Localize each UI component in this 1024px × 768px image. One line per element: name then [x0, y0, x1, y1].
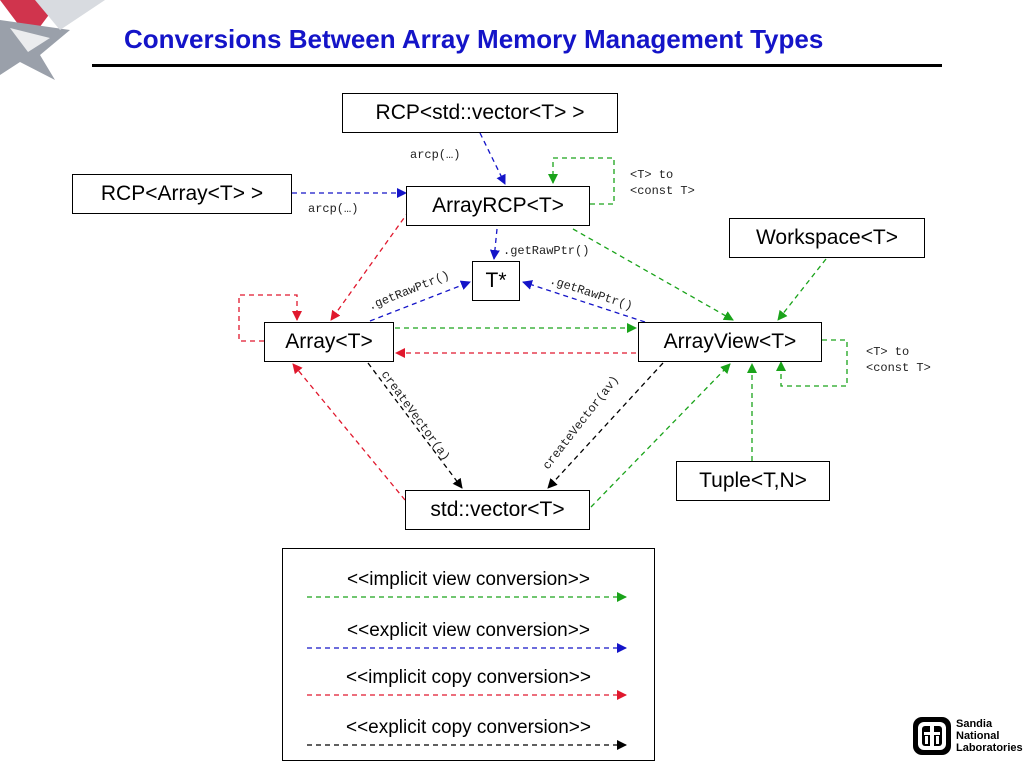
arrow-arrayview-to-tptr [522, 280, 646, 323]
node-array-rcp: ArrayRCP<T> [406, 186, 590, 226]
arrow-workspace-to-arrayview [777, 258, 827, 321]
slide-title: Conversions Between Array Memory Managem… [124, 24, 824, 54]
label-get-raw-ptr-left: .getRawPtr() [366, 268, 451, 313]
legend-explicit-view-label: <<explicit view conversion>> [347, 620, 590, 641]
arrow-arrayrcp-to-array [330, 210, 410, 321]
legend-lines [307, 592, 627, 750]
logo-line-2: National [956, 730, 1000, 742]
node-rcp-array: RCP<Array<T> > [72, 174, 292, 214]
label-create-vector-av: createVector(av) [540, 373, 622, 472]
label-arcp-top: arcp(…) [410, 148, 460, 162]
arrow-array-copy-loop [238, 294, 302, 342]
sandia-thunderbird-icon [913, 717, 951, 755]
arrow-arrayrcp-to-tptr [489, 228, 500, 260]
corner-decoration [0, 0, 105, 80]
label-const-right-2: <const T> [866, 361, 931, 375]
logo-line-3: Laboratories [956, 742, 1023, 754]
title-underline [92, 64, 942, 67]
label-arcp-left: arcp(…) [308, 202, 358, 216]
label-const-top-1: <T> to [630, 168, 673, 182]
arrow-arrayview-const-loop [776, 339, 848, 387]
node-array-view: ArrayView<T> [638, 322, 822, 362]
arrow-rcp-vector-to-arrayrcp [479, 132, 506, 185]
legend-implicit-copy-label: <<implicit copy conversion>> [345, 667, 591, 688]
arrow-stdvector-to-array [292, 363, 406, 501]
legend-explicit-copy-label: <<explicit copy conversion>> [345, 717, 592, 738]
label-get-raw-ptr-right: .getRawPtr() [548, 273, 635, 313]
logo-line-1: Sandia [956, 718, 993, 730]
arrow-arrayview-to-stdvector [547, 362, 664, 489]
arrow-arrayrcp-const-loop [548, 157, 615, 205]
node-array: Array<T> [264, 322, 394, 362]
arrow-stdvector-to-arrayview [590, 363, 731, 508]
arrow-array-to-stdvector [367, 362, 463, 489]
node-rcp-std-vector: RCP<std::vector<T> > [342, 93, 618, 133]
legend-box: <<implicit view conversion>> <<explicit … [282, 548, 655, 761]
label-create-vector-a: createVector(a) [378, 368, 453, 464]
label-const-right-1: <T> to [866, 345, 909, 359]
sandia-logo: Sandia National Laboratories [912, 716, 1023, 756]
node-std-vector: std::vector<T> [405, 490, 590, 530]
node-tuple: Tuple<T,N> [676, 461, 830, 501]
label-const-top-2: <const T> [630, 184, 695, 198]
node-workspace: Workspace<T> [729, 218, 925, 258]
label-get-raw-ptr-top: .getRawPtr() [503, 244, 589, 258]
node-t-pointer: T* [472, 261, 520, 301]
legend-implicit-view-label: <<implicit view conversion>> [347, 569, 590, 590]
arrow-arrayrcp-to-arrayview [572, 228, 734, 321]
